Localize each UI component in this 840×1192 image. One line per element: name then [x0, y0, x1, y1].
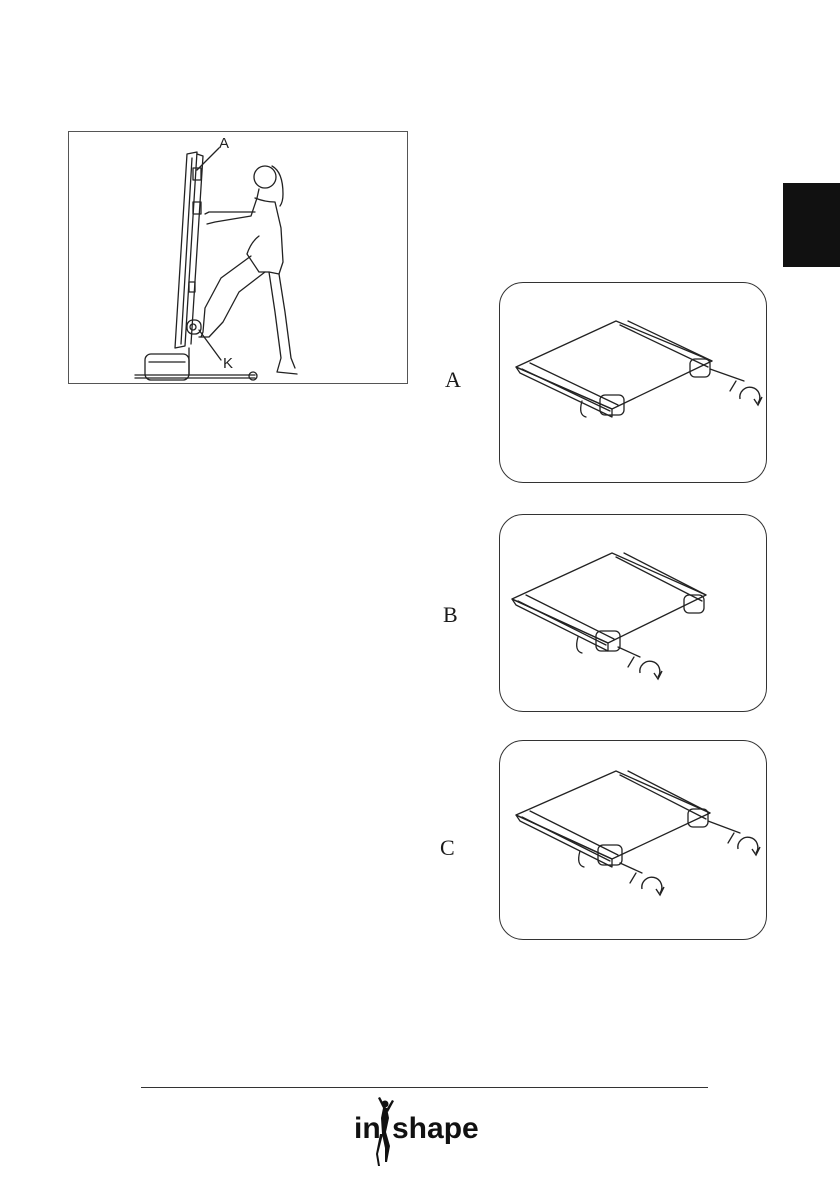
belt-adjust-panel-c — [499, 740, 767, 940]
svg-text:in: in — [354, 1112, 381, 1145]
belt-adjust-panel-a — [499, 282, 767, 483]
clockwise-arrow-icon — [642, 877, 664, 895]
step-label-a: A — [445, 367, 461, 393]
clockwise-arrow-icon — [740, 387, 762, 405]
section-tab — [783, 183, 840, 267]
clockwise-arrow-icon — [738, 837, 760, 855]
step-label-c: C — [440, 835, 455, 861]
folded-treadmill-figure: A K — [68, 131, 408, 384]
treadmill-deck-drawing — [500, 741, 765, 938]
treadmill-deck-drawing — [500, 515, 765, 710]
callout-k: K — [223, 355, 233, 372]
treadmill-deck-drawing — [500, 283, 765, 481]
folded-treadmill-drawing: A K — [69, 132, 407, 383]
step-label-b: B — [443, 602, 458, 628]
svg-text:shape: shape — [392, 1112, 479, 1145]
inshape-logo-mark: in shape — [352, 1094, 492, 1168]
belt-adjust-panel-b — [499, 514, 767, 712]
clockwise-arrow-icon — [640, 661, 662, 679]
footer-divider — [141, 1087, 708, 1088]
callout-a: A — [219, 135, 229, 152]
inshape-logo: in shape — [352, 1094, 492, 1168]
